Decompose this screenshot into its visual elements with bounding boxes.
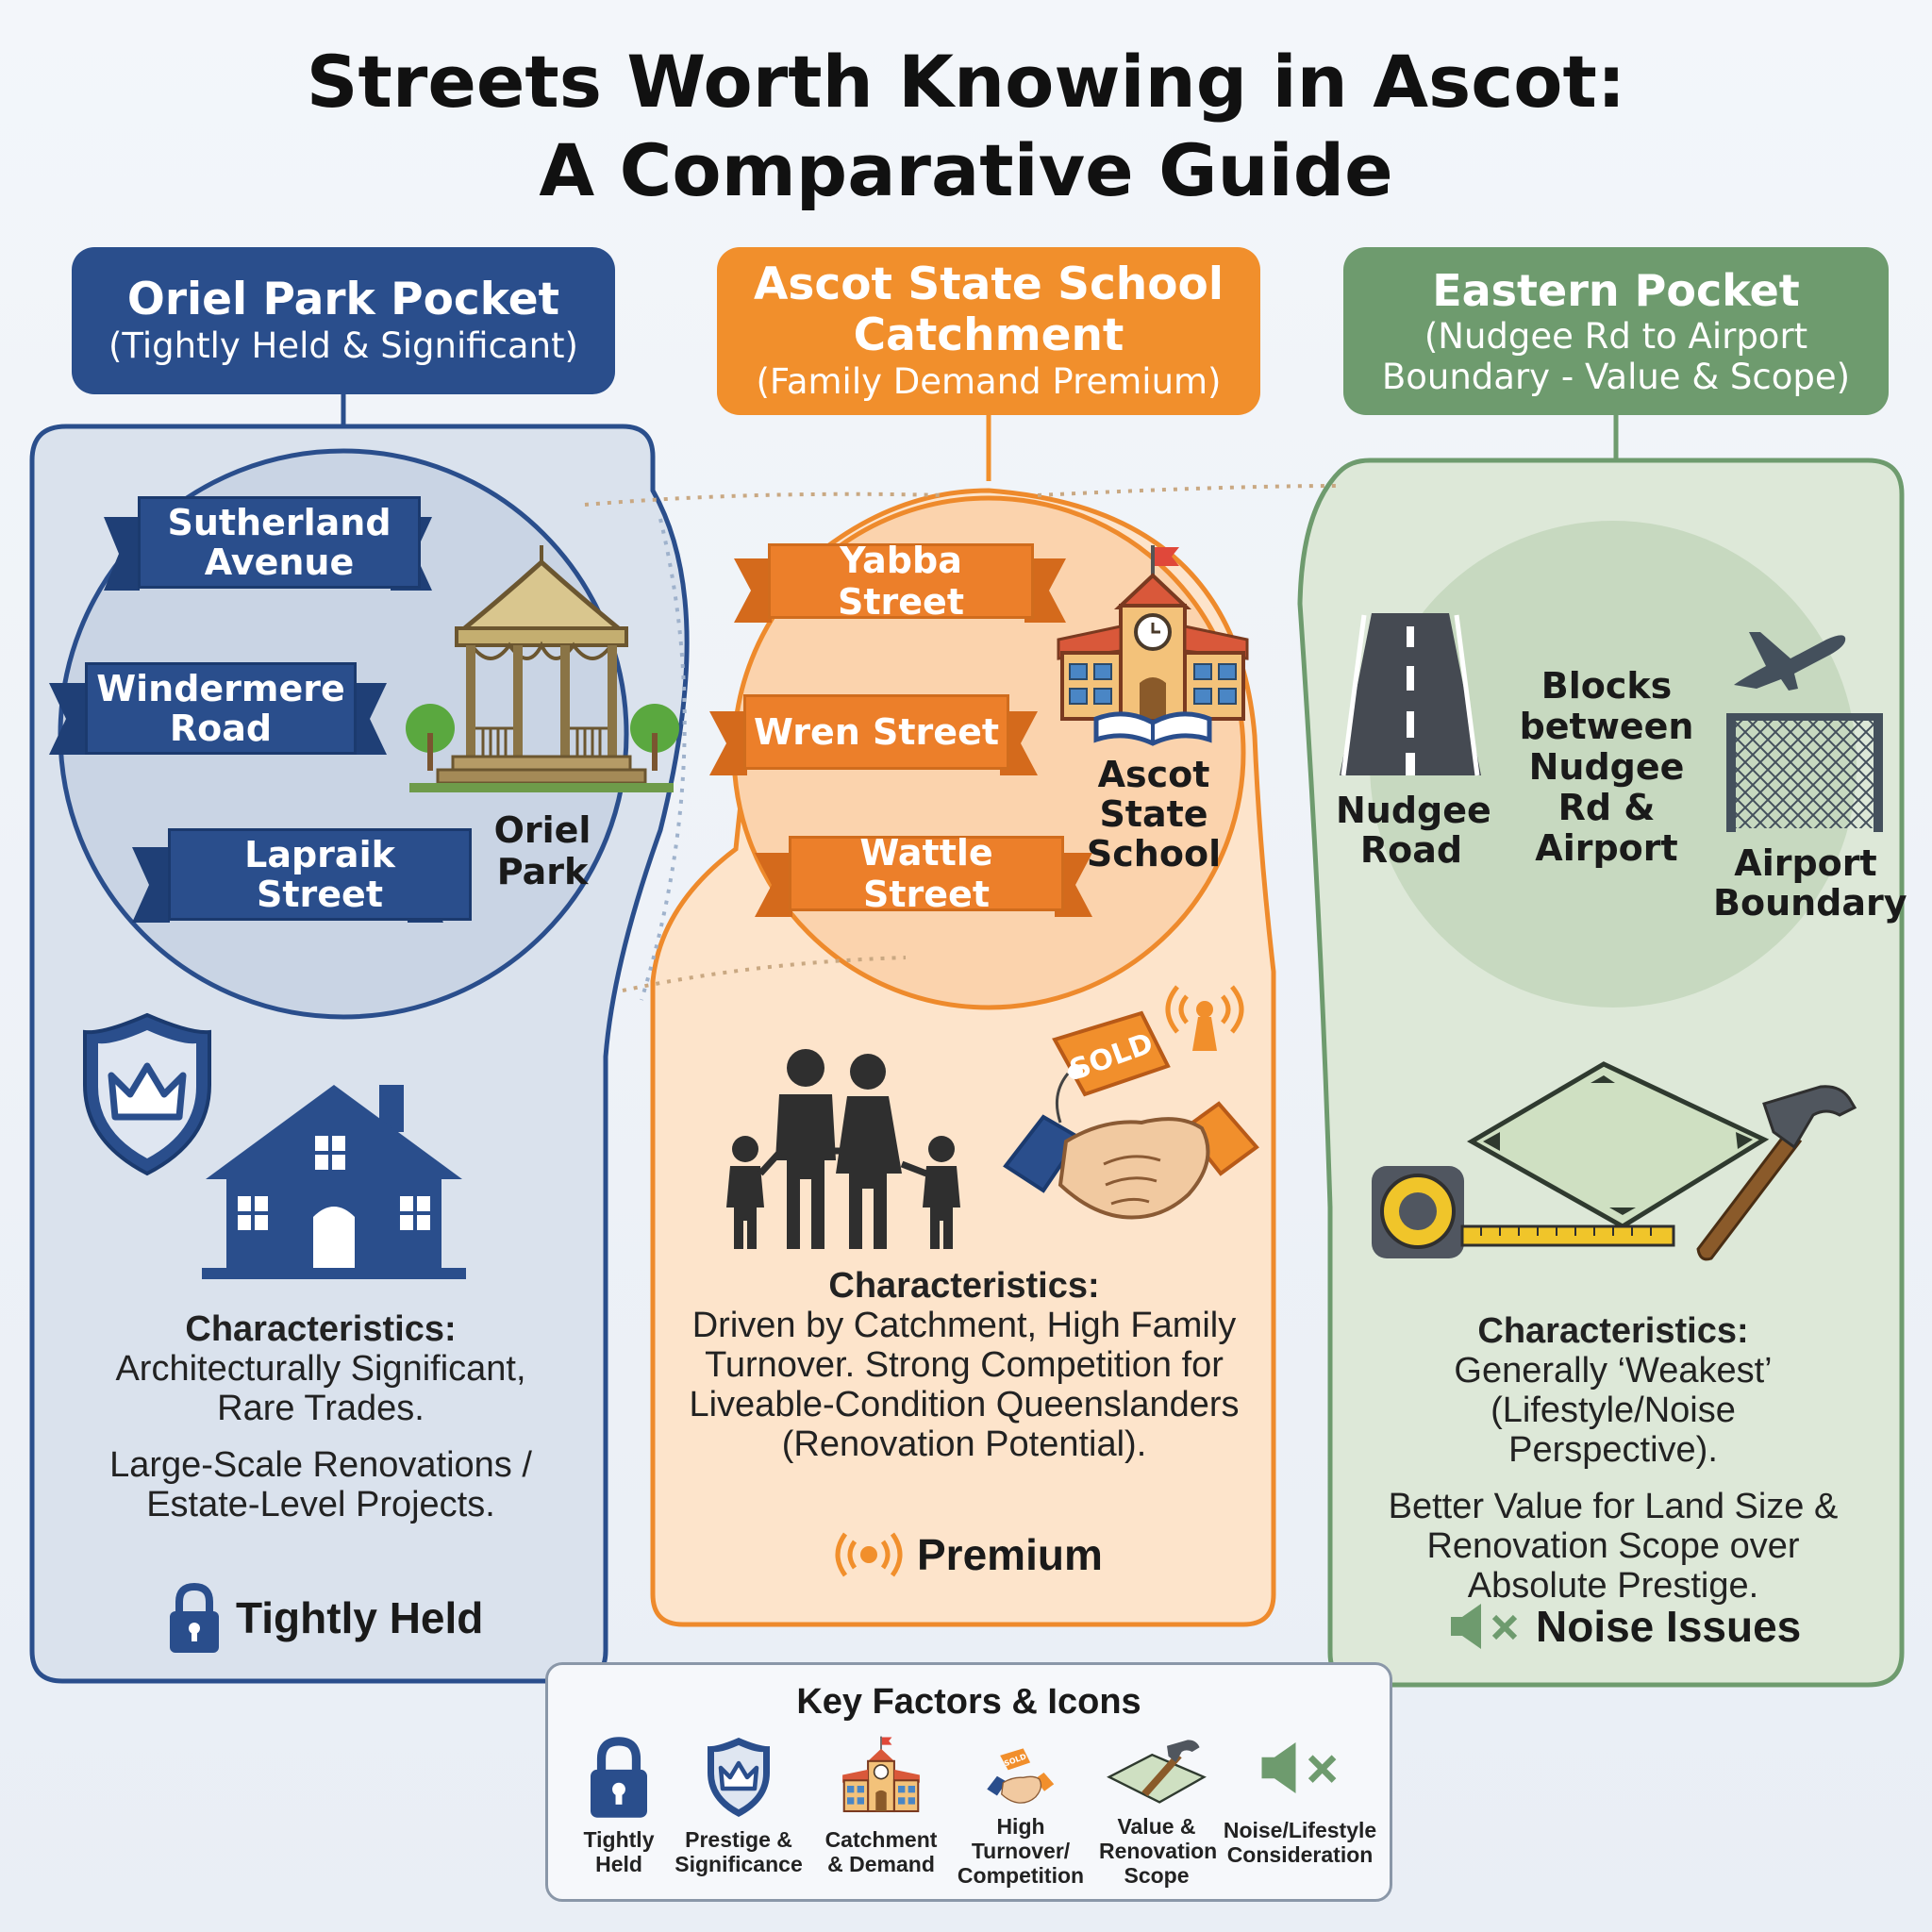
road-icon — [1340, 613, 1481, 776]
airport-boundary-label: Airport Boundary — [1713, 842, 1907, 924]
nudgee-road-label: Nudgee Road — [1336, 790, 1491, 871]
street-ribbon-yabba: Yabba Street — [768, 540, 1034, 623]
eastern-tag: Noise Issues — [1447, 1600, 1801, 1653]
catchment-characteristics: Characteristics: Driven by Catchment, Hi… — [689, 1266, 1240, 1464]
legend-item-turnover: SOLD High Turnover/ Competition — [950, 1735, 1091, 1888]
oriel-header: Oriel Park Pocket (Tightly Held & Signif… — [72, 247, 615, 394]
crown-shield-icon — [708, 1738, 770, 1817]
oriel-characteristics: Characteristics: Architecturally Signifi… — [109, 1309, 532, 1524]
street-ribbon-sutherland: Sutherland Avenue — [138, 496, 421, 589]
fence-icon — [1726, 713, 1883, 832]
gazebo-icon — [406, 545, 679, 792]
catchment-header: Ascot State School Catchment (Family Dem… — [717, 247, 1260, 415]
sold-handshake-icon: SOLD — [1003, 985, 1259, 1220]
lock-icon — [591, 1737, 647, 1818]
family-icon — [726, 1049, 960, 1249]
school-label: Ascot State School — [1086, 754, 1222, 874]
plane-icon — [1734, 632, 1846, 691]
legend-item-value: Value & Renovation Scope — [1086, 1735, 1227, 1888]
legend-item-prestige: Prestige & Significance — [663, 1735, 814, 1876]
street-ribbon-wattle: Wattle Street — [789, 832, 1064, 915]
page-title: Streets Worth Knowing in Ascot: A Compar… — [306, 40, 1626, 212]
street-ribbon-lapraik: Lapraik Street — [168, 828, 472, 921]
signal-icon — [835, 1532, 903, 1577]
legend: Key Factors & Icons Tightly Held Prestig… — [545, 1662, 1392, 1902]
sold-handshake-icon: SOLD — [987, 1748, 1055, 1804]
legend-title: Key Factors & Icons — [796, 1682, 1141, 1722]
blocks-label: Blocks between Nudgee Rd & Airport — [1519, 665, 1694, 869]
legend-item-tightly-held: Tightly Held — [548, 1735, 690, 1876]
land-hammer-icon — [1372, 1061, 1857, 1261]
oriel-park-label: Oriel Park — [493, 809, 591, 892]
eastern-header: Eastern Pocket (Nudgee Rd to Airport Bou… — [1343, 247, 1889, 415]
legend-item-catchment: Catchment & Demand — [810, 1735, 952, 1876]
muted-speaker-icon — [1261, 1742, 1337, 1793]
street-ribbon-wren: Wren Street — [743, 694, 1009, 770]
muted-speaker-icon — [1451, 1604, 1518, 1649]
crown-shield-icon — [83, 1012, 211, 1176]
street-ribbon-windermere: Windermere Road — [85, 662, 357, 755]
legend-item-noise: Noise/Lifestyle Consideration — [1220, 1735, 1380, 1867]
eastern-circle — [1370, 521, 1857, 1008]
oriel-tag: Tightly Held — [166, 1581, 483, 1655]
house-icon — [202, 1085, 466, 1279]
land-hammer-icon — [1107, 1740, 1207, 1804]
catchment-tag: Premium — [834, 1528, 1103, 1581]
lock-icon — [170, 1582, 219, 1653]
school-icon — [842, 1736, 920, 1813]
school-icon — [1057, 545, 1249, 746]
eastern-characteristics: Characteristics: Generally ‘Weakest’ (Li… — [1388, 1311, 1839, 1606]
